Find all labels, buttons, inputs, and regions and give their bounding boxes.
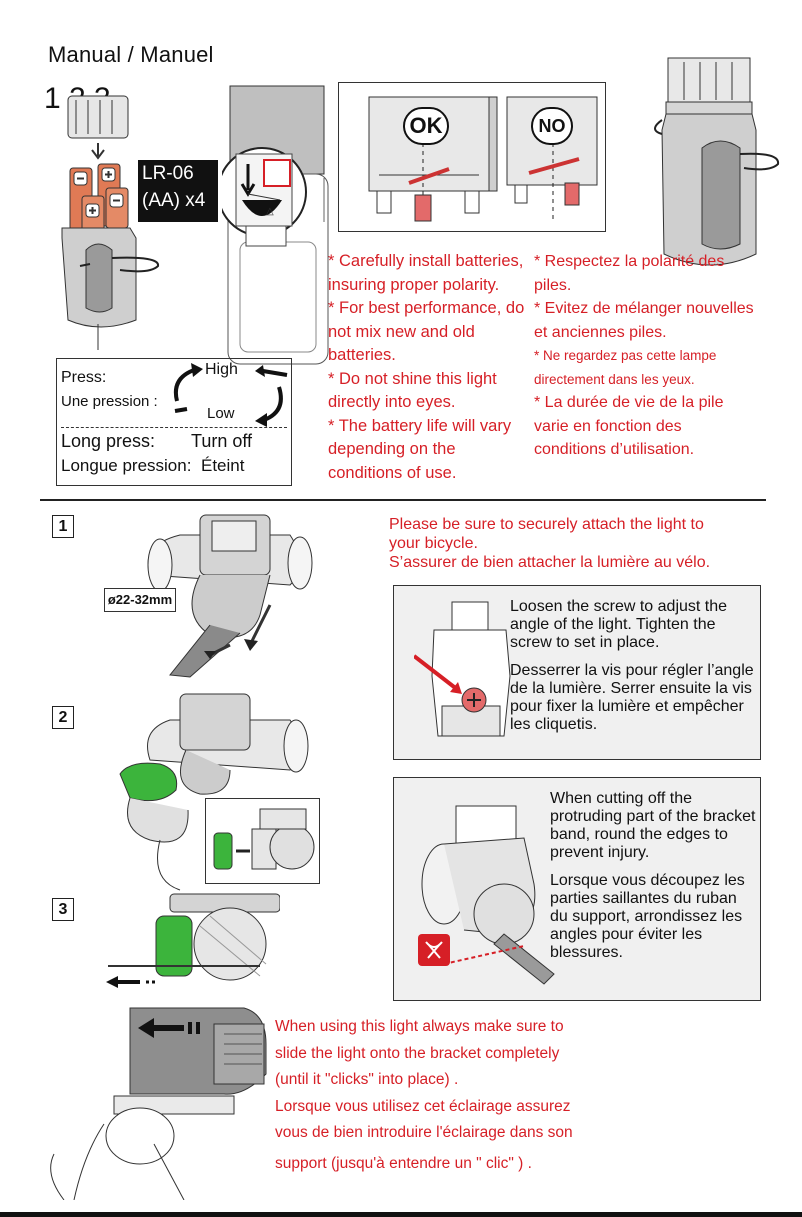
note-fr-line: et anciennes piles.	[534, 323, 667, 341]
note-en-line: * Do not shine this light	[328, 369, 497, 388]
bracket-note-line: slide the light onto the bracket complet…	[275, 1044, 560, 1062]
bracket-note-line: Lorsque vous utilisez cet éclairage assu…	[275, 1097, 571, 1115]
note-fr-line: directement dans les yeux.	[534, 371, 695, 387]
note-en-line: insuring proper polarity.	[328, 275, 500, 294]
screw-illustration	[414, 601, 511, 737]
press-mode-box: Press: Une pression : High Low Long pres…	[56, 358, 292, 486]
note-fr-line: * Evitez de mélanger nouvelles	[534, 300, 754, 317]
long-press-label-en: Long press:	[61, 431, 156, 451]
note-en-line: batteries.	[328, 346, 396, 364]
cycle-arrows-icon	[174, 363, 288, 427]
diameter-label: ø22-32mm	[104, 588, 176, 612]
bottom-border	[0, 1212, 802, 1217]
turn-off-fr: Éteint	[201, 456, 245, 475]
ok-badge: OK	[403, 107, 449, 145]
note-fr-line: * Ne regardez pas cette lampe	[534, 348, 717, 363]
note-fr-line: conditions d’utilisation.	[534, 441, 695, 458]
note-en-line: * For best performance, do	[328, 299, 525, 317]
press-label-en: Press:	[61, 369, 107, 386]
section-divider	[40, 499, 766, 501]
note-fr-line: varie en fonction des	[534, 417, 682, 435]
band-cutting-illustration	[418, 805, 555, 985]
bracket-note-line: support (jusqu'à entendre un " clic" ) .	[275, 1154, 532, 1172]
screw-instructions: Loosen the screw to adjust the angle of …	[510, 598, 756, 744]
polarity-illustration	[368, 96, 598, 222]
step1-bracket-illustration	[147, 514, 313, 678]
bracket-note-line: When using this light always make sure t…	[275, 1018, 564, 1035]
note-en-line: not mix new and old	[328, 322, 475, 341]
bracket-note-line: (until it "clicks" into place) .	[275, 1071, 459, 1088]
mode-low: Low	[207, 405, 235, 422]
no-badge: NO	[531, 107, 573, 145]
attach-warning-line: S’assurer de bien attacher la lumière au…	[389, 554, 711, 571]
press-label-fr: Une pression :	[61, 393, 158, 410]
battery-type-line1: LR-06	[142, 163, 194, 184]
svg-text:△: △	[266, 206, 274, 217]
note-fr-line: piles.	[534, 276, 572, 294]
battery-type-line2: (AA) x4	[142, 190, 206, 211]
bracket-note-line: vous de bien introduire l'éclairage dans…	[275, 1124, 573, 1141]
turn-off-en: Turn off	[191, 431, 253, 451]
light-rotate-illustration	[654, 57, 780, 266]
note-en-line: depending on the	[328, 440, 456, 458]
notes-fr: * Respectez la polarité des piles. * Evi…	[534, 250, 754, 462]
slide-on-bracket-illustration	[50, 1007, 267, 1200]
divider	[61, 427, 287, 428]
note-fr-line: * Respectez la polarité des	[534, 253, 725, 270]
cutting-text-en: When cutting off the protruding part of …	[550, 790, 756, 861]
battery-illustration	[61, 95, 159, 350]
attach-warning-line: your bicycle.	[389, 535, 478, 552]
light-top-illustration: △	[222, 85, 329, 365]
bracket-slide-note: When using this light always make sure t…	[275, 1014, 573, 1177]
long-press-label-fr: Longue pression:	[61, 456, 192, 475]
step-2-badge: 2	[52, 706, 74, 729]
page-title: Manual / Manuel	[48, 42, 214, 67]
band-cutting-panel: When cutting off the protruding part of …	[393, 777, 761, 1001]
note-en-line: * Carefully install batteries,	[328, 252, 524, 270]
attach-warning: Please be sure to securely attach the li…	[389, 515, 710, 572]
note-en-line: conditions of use.	[328, 463, 457, 482]
attach-warning-line: Please be sure to securely attach the li…	[389, 516, 704, 533]
cutting-instructions: When cutting off the protruding part of …	[550, 790, 758, 972]
battery-type-label: LR-06 (AA) x4	[138, 160, 218, 222]
step2-detail-box	[205, 798, 320, 884]
step2-detail-illustration	[213, 808, 315, 870]
polarity-comparison-box: OK NO	[338, 82, 606, 232]
screw-text-en: Loosen the screw to adjust the angle of …	[510, 598, 728, 651]
step3-bracket-illustration	[106, 893, 280, 988]
battery-icon	[69, 163, 129, 237]
cutting-text-fr: Lorsque vous découpez les parties sailla…	[550, 872, 745, 961]
notes-en: * Carefully install batteries, insuring …	[328, 250, 524, 485]
step-3-badge: 3	[52, 898, 74, 921]
step-1-badge: 1	[52, 515, 74, 538]
step2-bracket-illustration	[119, 693, 309, 891]
note-en-line: directly into eyes.	[328, 393, 456, 411]
screw-adjust-panel: Loosen the screw to adjust the angle of …	[393, 585, 761, 760]
note-fr-line: * La durée de vie de la pile	[534, 394, 724, 411]
mode-high: High	[205, 361, 238, 378]
note-en-line: * The battery life will vary	[328, 416, 512, 435]
screw-text-fr: Desserrer la vis pour régler l’angle de …	[510, 662, 754, 733]
